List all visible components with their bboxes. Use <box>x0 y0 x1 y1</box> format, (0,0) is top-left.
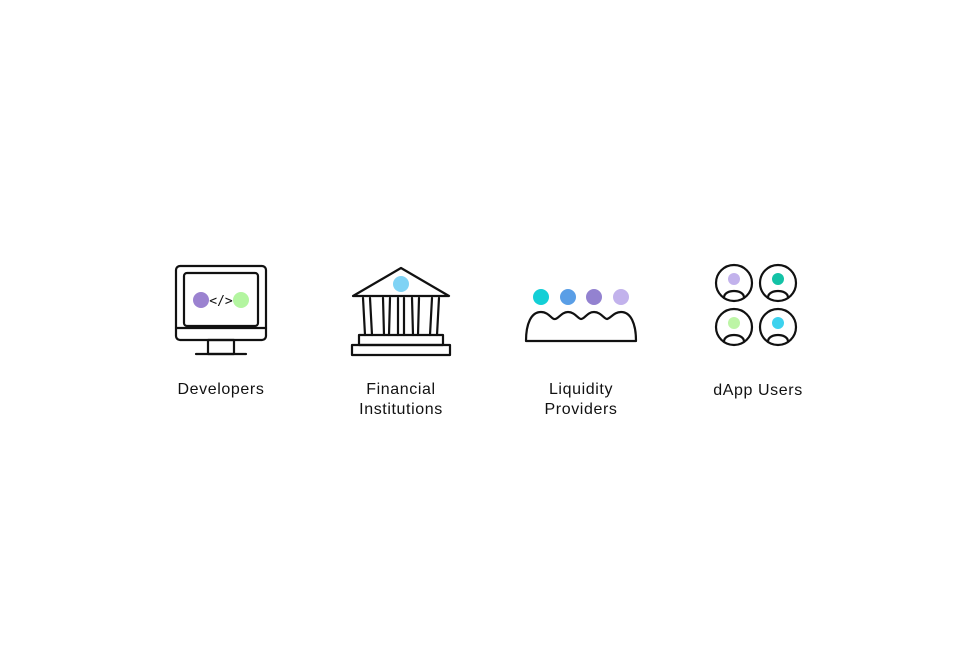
developer-dot-right <box>233 292 249 308</box>
user-avatar-4 <box>758 307 798 347</box>
monitor-code-icon: </> <box>174 264 268 356</box>
label-line: Providers <box>544 401 618 418</box>
user-avatar-3 <box>714 307 754 347</box>
bank-dot <box>393 276 409 292</box>
user-grid-icon <box>714 263 798 347</box>
liquidity-dot-1 <box>533 289 549 305</box>
user-avatar-1 <box>714 263 754 303</box>
dapp-users-label: dApp Users <box>678 381 838 401</box>
user-dot-2 <box>772 273 784 285</box>
financial-institutions-item: Financial Institutions <box>321 262 481 420</box>
user-dot-1 <box>728 273 740 285</box>
code-glyph: </> <box>209 294 233 309</box>
developers-label: Developers <box>141 380 301 400</box>
bank-building-icon <box>350 266 452 357</box>
dapp-users-item: dApp Users <box>678 262 838 401</box>
label-line: Developers <box>177 381 265 398</box>
user-dot-3 <box>728 317 740 329</box>
developers-item: </> Developers <box>141 262 301 400</box>
liquidity-providers-label: Liquidity Providers <box>501 380 661 420</box>
user-dot-4 <box>772 317 784 329</box>
label-line: Liquidity <box>548 381 614 398</box>
financial-institutions-label: Financial Institutions <box>321 380 481 420</box>
liquidity-dot-2 <box>560 289 576 305</box>
label-line: Institutions <box>359 401 443 418</box>
label-line: Financial <box>366 381 436 398</box>
liquidity-dot-4 <box>613 289 629 305</box>
liquidity-providers-item: Liquidity Providers <box>501 262 661 420</box>
user-avatar-2 <box>758 263 798 303</box>
developer-dot-left <box>193 292 209 308</box>
label-line: dApp Users <box>713 382 803 399</box>
liquidity-pool-icon <box>524 289 638 343</box>
liquidity-dot-3 <box>586 289 602 305</box>
